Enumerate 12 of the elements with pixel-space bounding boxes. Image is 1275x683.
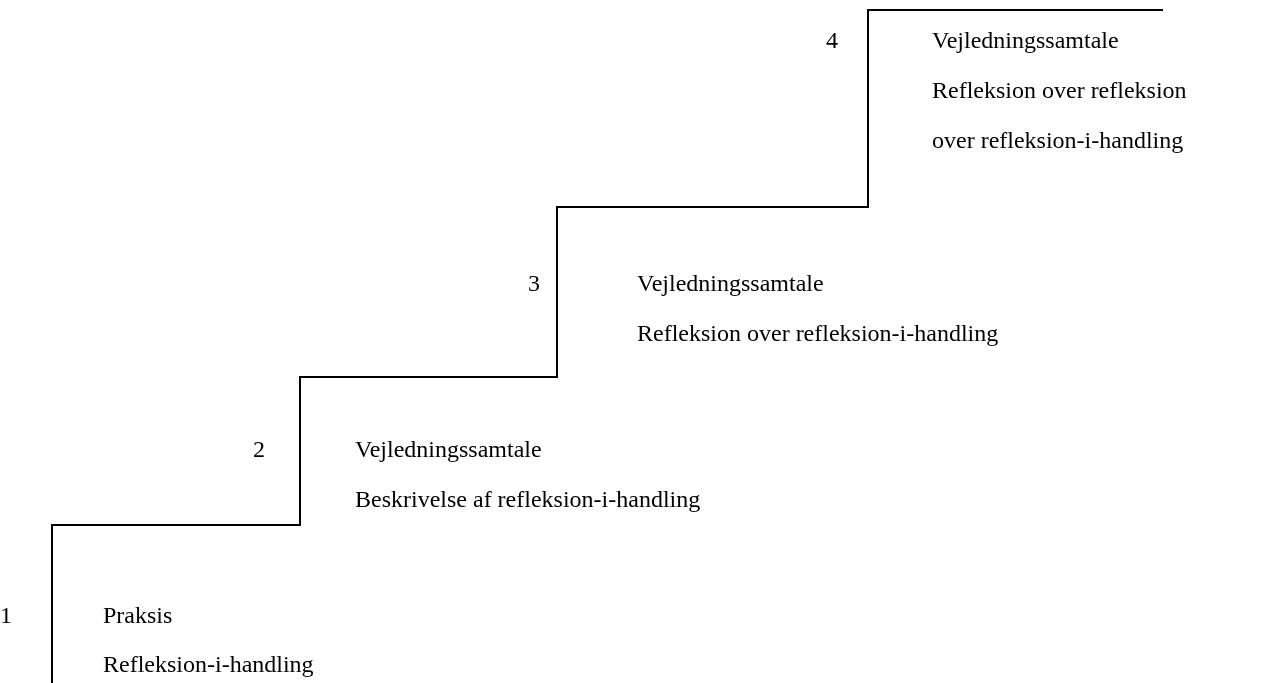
step-number: 1 bbox=[0, 601, 12, 630]
step-description: Beskrivelse af refleksion-i-handling bbox=[355, 485, 701, 514]
step-number: 3 bbox=[528, 269, 540, 298]
step-heading: Vejledningssamtale bbox=[355, 435, 542, 464]
step-heading: Vejledningssamtale bbox=[637, 269, 824, 298]
step-number: 2 bbox=[253, 435, 265, 464]
step-description: Refleksion-i-handling bbox=[103, 650, 314, 679]
step-description: Refleksion over refleksion over refleksion-i-handling bbox=[932, 76, 1188, 155]
step-heading: Vejledningssamtale bbox=[932, 26, 1119, 55]
step-number: 4 bbox=[826, 26, 838, 55]
step-heading: Praksis bbox=[103, 601, 173, 630]
step-description: Refleksion over refleksion-i-handling bbox=[637, 319, 999, 348]
